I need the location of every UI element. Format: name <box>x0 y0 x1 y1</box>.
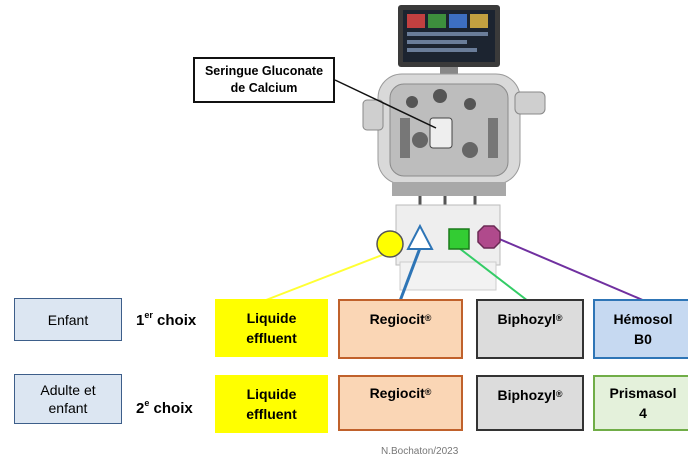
choice-number: 1 <box>136 312 145 329</box>
cell-liquide-effluent: Liquide effluent <box>215 299 328 357</box>
choice-word: choix <box>152 312 197 329</box>
cell-line-1: Liquide <box>246 386 297 402</box>
monitor-screen <box>398 5 500 77</box>
cell-line-2: B0 <box>634 331 652 347</box>
row-label-enfant: Enfant <box>14 298 122 341</box>
cell-line-1: Regiocit® <box>369 311 432 327</box>
choice-superscript: e <box>144 398 150 408</box>
cell-line-1: Prismasol <box>609 385 677 401</box>
cell-prismasol-4: Prismasol 4 <box>593 375 688 431</box>
choice-word: choix <box>149 400 193 417</box>
second-choice-label: 2e choix <box>136 398 193 417</box>
cell-biphozyl: Biphozyl® <box>476 375 584 431</box>
green-square-marker <box>448 228 470 250</box>
cell-regiocit: Regiocit® <box>338 375 463 431</box>
callout-pointer <box>334 79 437 129</box>
cell-line-1: Liquide <box>246 310 297 326</box>
syringe-callout: Seringue Gluconate de Calcium <box>193 57 335 103</box>
blue-triangle-marker <box>406 223 434 250</box>
yellow-circle-marker <box>376 230 404 258</box>
callout-line-2: de Calcium <box>230 81 298 95</box>
callout-line-1: Seringue Gluconate <box>204 64 324 78</box>
cell-line-1: Biphozyl® <box>497 311 563 327</box>
choice-number: 2 <box>136 400 145 417</box>
cell-line-1: Hémosol <box>613 311 673 327</box>
first-choice-label: 1er choix <box>136 310 197 329</box>
cell-line-1: Biphozyl® <box>497 387 563 403</box>
cell-hemosol-b0: Hémosol B0 <box>593 299 688 359</box>
cell-line-1: Regiocit® <box>369 385 432 401</box>
cell-line-2: 4 <box>639 405 647 421</box>
author-credit: N.Bochaton/2023 <box>381 446 459 457</box>
machine-body <box>362 73 546 185</box>
cell-biphozyl: Biphozyl® <box>476 299 584 359</box>
choice-superscript: er <box>144 310 153 320</box>
cell-liquide-effluent: Liquide effluent <box>215 375 328 433</box>
connector-lines <box>265 237 646 302</box>
cell-line-2: effluent <box>246 406 297 422</box>
cell-line-2: effluent <box>246 330 297 346</box>
row-label-text: Enfant <box>47 311 89 328</box>
purple-octagon-marker <box>477 225 501 249</box>
cell-regiocit: Regiocit® <box>338 299 463 359</box>
